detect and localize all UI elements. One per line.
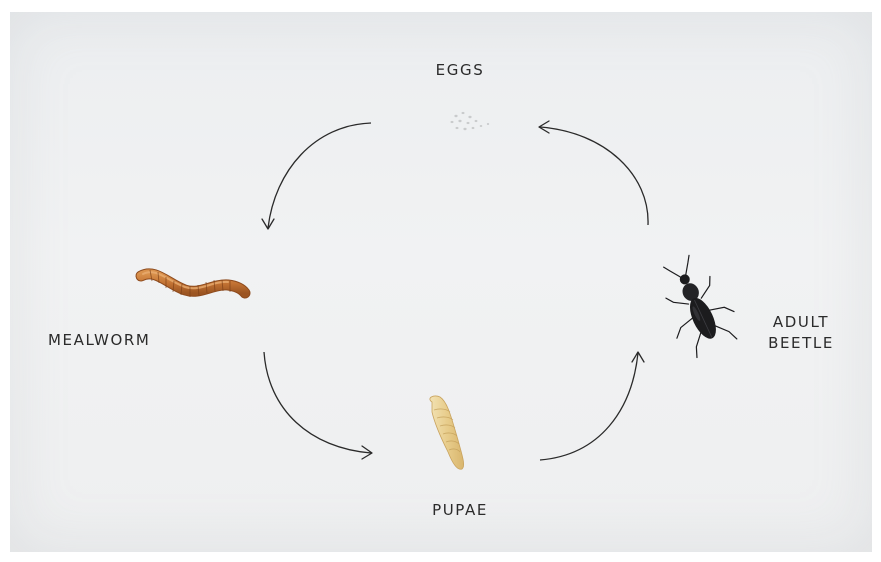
stage-label-adult-line1: ADULT	[765, 312, 837, 333]
stage-label-pupae: PUPAE	[420, 500, 500, 521]
arrow-pupae-to-beetle	[540, 352, 644, 460]
pupa-illustration	[430, 396, 464, 469]
adult-beetle-illustration	[647, 248, 745, 362]
stage-label-mealworm: MEALWORM	[48, 330, 150, 351]
stage-label-eggs: EGGS	[422, 60, 498, 81]
eggs-illustration	[451, 112, 490, 130]
stage-label-adult-line2: BEETLE	[765, 333, 837, 354]
stage-label-adult-beetle: ADULT BEETLE	[765, 312, 837, 354]
mealworm-illustration	[141, 270, 245, 297]
arrow-eggs-to-mealworm	[262, 123, 371, 229]
arrow-mealworm-to-pupae	[264, 352, 372, 459]
arrow-beetle-to-eggs	[539, 121, 648, 225]
